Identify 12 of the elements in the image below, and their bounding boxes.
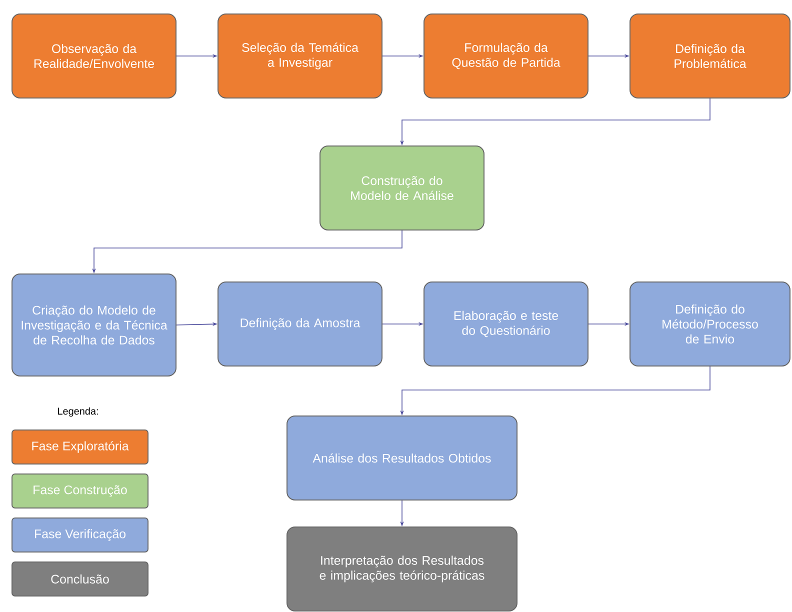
process-box: Análise dos Resultados Obtidos [286,416,518,500]
process-box: Elaboração e teste do Questionário [424,282,588,366]
legend-title: Legenda: [58,407,98,417]
process-box: Observação da Realidade/Envolvente [12,14,176,98]
process-box: Interpretação dos Resultados e implicações teórico-práticas [286,526,518,612]
process-box: Definição da Problemática [630,14,790,98]
process-box: Definição do Método/Processo de Envio [630,282,790,366]
process-box: Definição da Amostra [218,282,382,366]
process-box: Formulação da Questão de Partida [424,14,588,98]
process-box: Construção do Modelo de Análise [320,146,484,230]
process-box: Seleção da Temática a Investigar [218,14,382,98]
process-box: Criação do Modelo de Investigação e da Técnica de Recolha de Dados [12,274,176,376]
